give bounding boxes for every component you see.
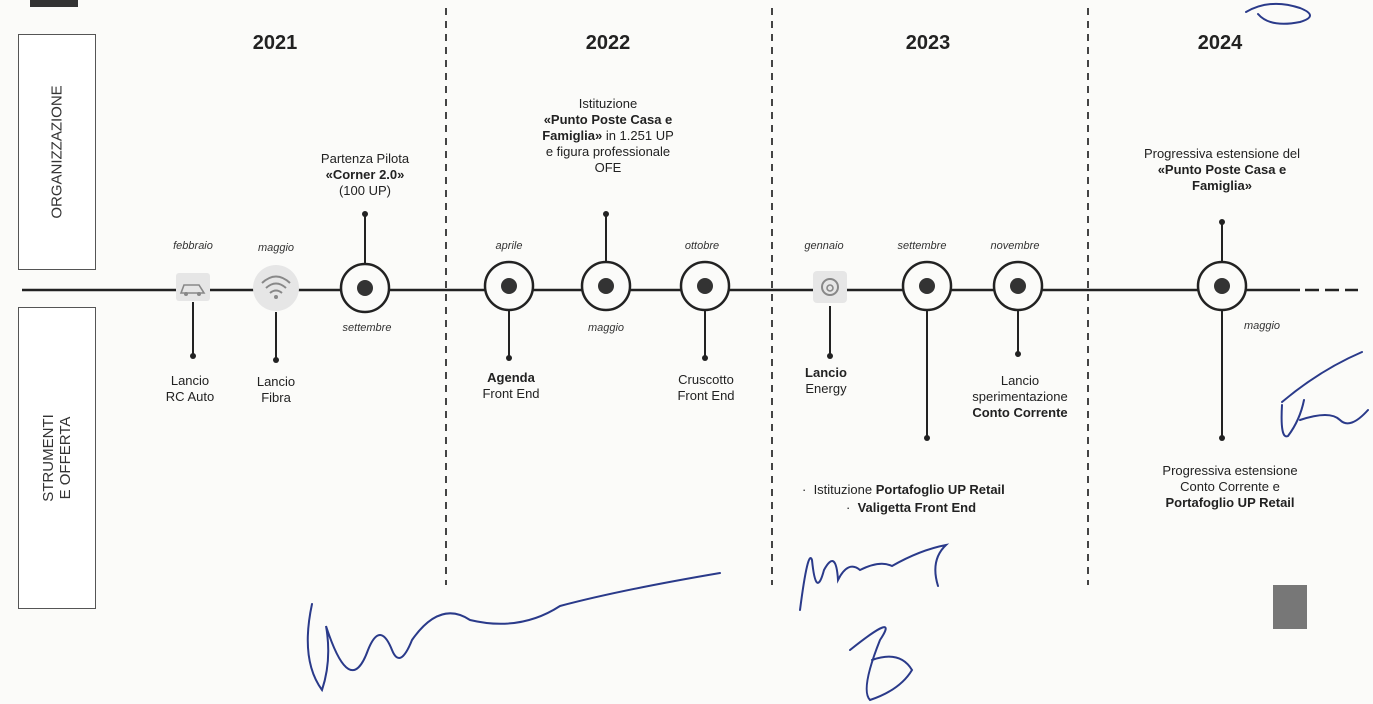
month-ottobre: ottobre [684, 240, 720, 252]
stamp-box [1273, 585, 1307, 629]
year-2023: 2023 [905, 32, 951, 54]
event-corner: Partenza Pilota «Corner 2.0» (100 UP) [320, 151, 410, 198]
event-estensione-conto: Progressiva estensione Conto Corrente e … [1162, 463, 1298, 510]
signature-3 [849, 626, 914, 702]
corner-mark [30, 0, 78, 7]
event-istituzione: Istituzione «Punto Poste Casa e Famiglia… [542, 96, 674, 175]
event-energy: Lancio Energy [805, 365, 847, 396]
month-maggio-2024: maggio [1243, 320, 1281, 332]
event-conto-corrente: Lancio sperimentazione Conto Corrente [972, 373, 1068, 420]
wifi-icon [253, 265, 299, 311]
event-cruscotto: Cruscotto Front End [677, 372, 735, 403]
year-2024: 2024 [1197, 32, 1243, 54]
section-strumenti: STRUMENTI E OFFERTA [18, 307, 96, 609]
event-agenda: Agenda Front End [482, 370, 540, 401]
month-novembre: novembre [990, 240, 1040, 252]
event-fibra: Lancio Fibra [256, 374, 296, 405]
year-2021: 2021 [252, 32, 298, 54]
month-maggio-2022: maggio [587, 322, 625, 334]
signature-2 [799, 543, 950, 611]
portafoglio-bullet-2: · Valigetta Front End [846, 500, 977, 515]
signature-4 [1280, 351, 1369, 438]
car-icon [176, 273, 210, 301]
month-gennaio: gennaio [804, 240, 844, 252]
month-aprile: aprile [495, 240, 523, 252]
section-organizzazione: ORGANIZZAZIONE [18, 34, 96, 270]
month-settembre-2023: settembre [897, 240, 947, 252]
energy-icon [813, 271, 847, 303]
portafoglio-bullet-1: · Istituzione Portafoglio UP Retail [802, 482, 1005, 497]
month-febbraio: febbraio [173, 240, 213, 252]
year-2022: 2022 [585, 32, 631, 54]
month-settembre-2021: settembre [342, 322, 392, 334]
month-maggio-2021: maggio [257, 242, 295, 254]
signature-1 [306, 572, 721, 693]
event-portafoglio-list: · Istituzione Portafoglio UP Retail · Va… [802, 481, 1005, 517]
event-rc-auto: Lancio RC Auto [165, 373, 215, 404]
signature-5 [1245, 2, 1311, 25]
event-progressiva-estensione: Progressiva estensione del «Punto Poste … [1143, 146, 1301, 193]
